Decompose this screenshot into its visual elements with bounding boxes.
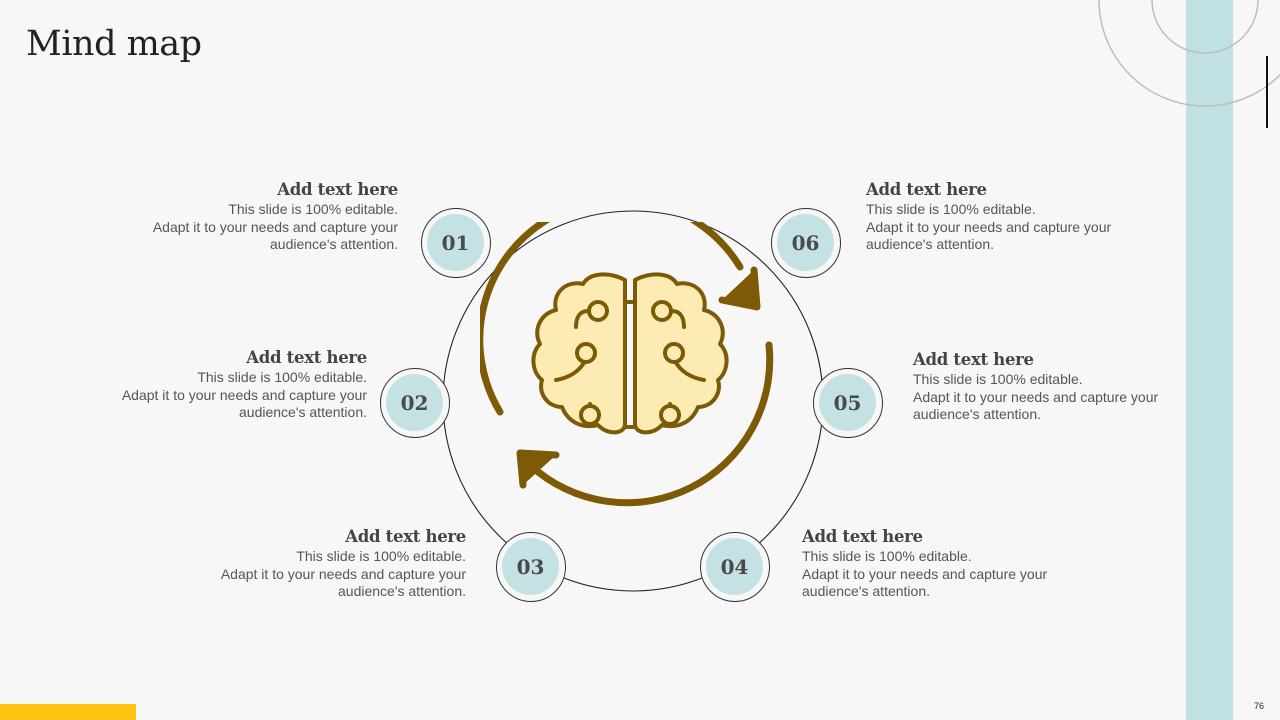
node-05: 05 [813,368,883,438]
arrowhead-lower [516,449,560,489]
node-number: 01 [427,214,484,271]
block-body: This slide is 100% editable. Adapt it to… [802,548,1122,601]
text-block-06: Add text here This slide is 100% editabl… [866,179,1186,254]
text-block-04: Add text here This slide is 100% editabl… [802,526,1122,601]
body-line: audience's attention. [338,583,466,599]
body-line: Adapt it to your needs and capture your [866,218,1112,235]
page-number: 76 [1253,701,1264,711]
block-heading: Add text here [913,350,1034,369]
circuit-node [587,300,609,322]
cycle-arrow-upper [480,222,744,416]
body-line: Adapt it to your needs and capture your [802,565,1048,582]
block-heading: Add text here [246,348,367,367]
node-02: 02 [380,368,450,438]
vertical-accent-line [1266,56,1268,128]
bottom-accent-bar [0,704,136,720]
text-block-01: Add text here This slide is 100% editabl… [78,179,398,254]
body-line: This slide is 100% editable. [197,369,367,385]
block-body: This slide is 100% editable. Adapt it to… [78,201,398,254]
large-deco-arc [1098,0,1280,107]
node-04: 04 [700,532,770,602]
body-line: This slide is 100% editable. [228,201,398,217]
cycle-arrow-lower [526,341,774,507]
circuit-trace [574,309,590,329]
text-block-05: Add text here This slide is 100% editabl… [913,349,1181,424]
small-deco-arc [1151,0,1259,54]
block-heading: Add text here [866,180,987,199]
brain-cycle-icon [480,222,774,507]
hemisphere-bridges [623,300,637,429]
body-line: This slide is 100% editable. [296,548,466,564]
block-body: This slide is 100% editable. Adapt it to… [47,369,367,422]
body-line: audience's attention. [270,236,398,252]
side-accent-band [1186,0,1233,720]
body-line: This slide is 100% editable. [802,548,972,564]
block-heading: Add text here [345,527,466,546]
circuit-node [579,404,601,426]
body-line: audience's attention. [913,406,1041,422]
slide-title: Mind map [26,24,202,64]
body-line: audience's attention. [866,236,994,252]
circuit-node [575,342,597,364]
body-line: Adapt it to your needs and capture your [152,218,398,235]
block-body: This slide is 100% editable. Adapt it to… [866,201,1186,254]
block-body: This slide is 100% editable. Adapt it to… [913,371,1181,424]
node-06: 06 [771,208,841,278]
body-line: audience's attention. [239,404,367,420]
text-block-02: Add text here This slide is 100% editabl… [47,347,367,422]
node-03: 03 [496,532,566,602]
node-number: 03 [502,538,559,595]
body-line: Adapt it to your needs and capture your [913,388,1159,405]
circuit-node [663,342,685,364]
block-body: This slide is 100% editable. Adapt it to… [146,548,466,601]
block-heading: Add text here [277,180,398,199]
node-number: 05 [819,374,876,431]
node-number: 04 [706,538,763,595]
node-01: 01 [421,208,491,278]
circuit-node [651,300,673,322]
node-number: 06 [777,214,834,271]
body-line: This slide is 100% editable. [866,201,1036,217]
body-line: Adapt it to your needs and capture your [220,565,466,582]
block-heading: Add text here [802,527,923,546]
text-block-03: Add text here This slide is 100% editabl… [146,526,466,601]
body-line: Adapt it to your needs and capture your [121,386,367,403]
circuit-node [659,404,681,426]
node-number: 02 [386,374,443,431]
body-line: This slide is 100% editable. [913,371,1083,387]
circuit-trace [670,309,686,329]
arrowhead-upper [718,266,761,311]
body-line: audience's attention. [802,583,930,599]
